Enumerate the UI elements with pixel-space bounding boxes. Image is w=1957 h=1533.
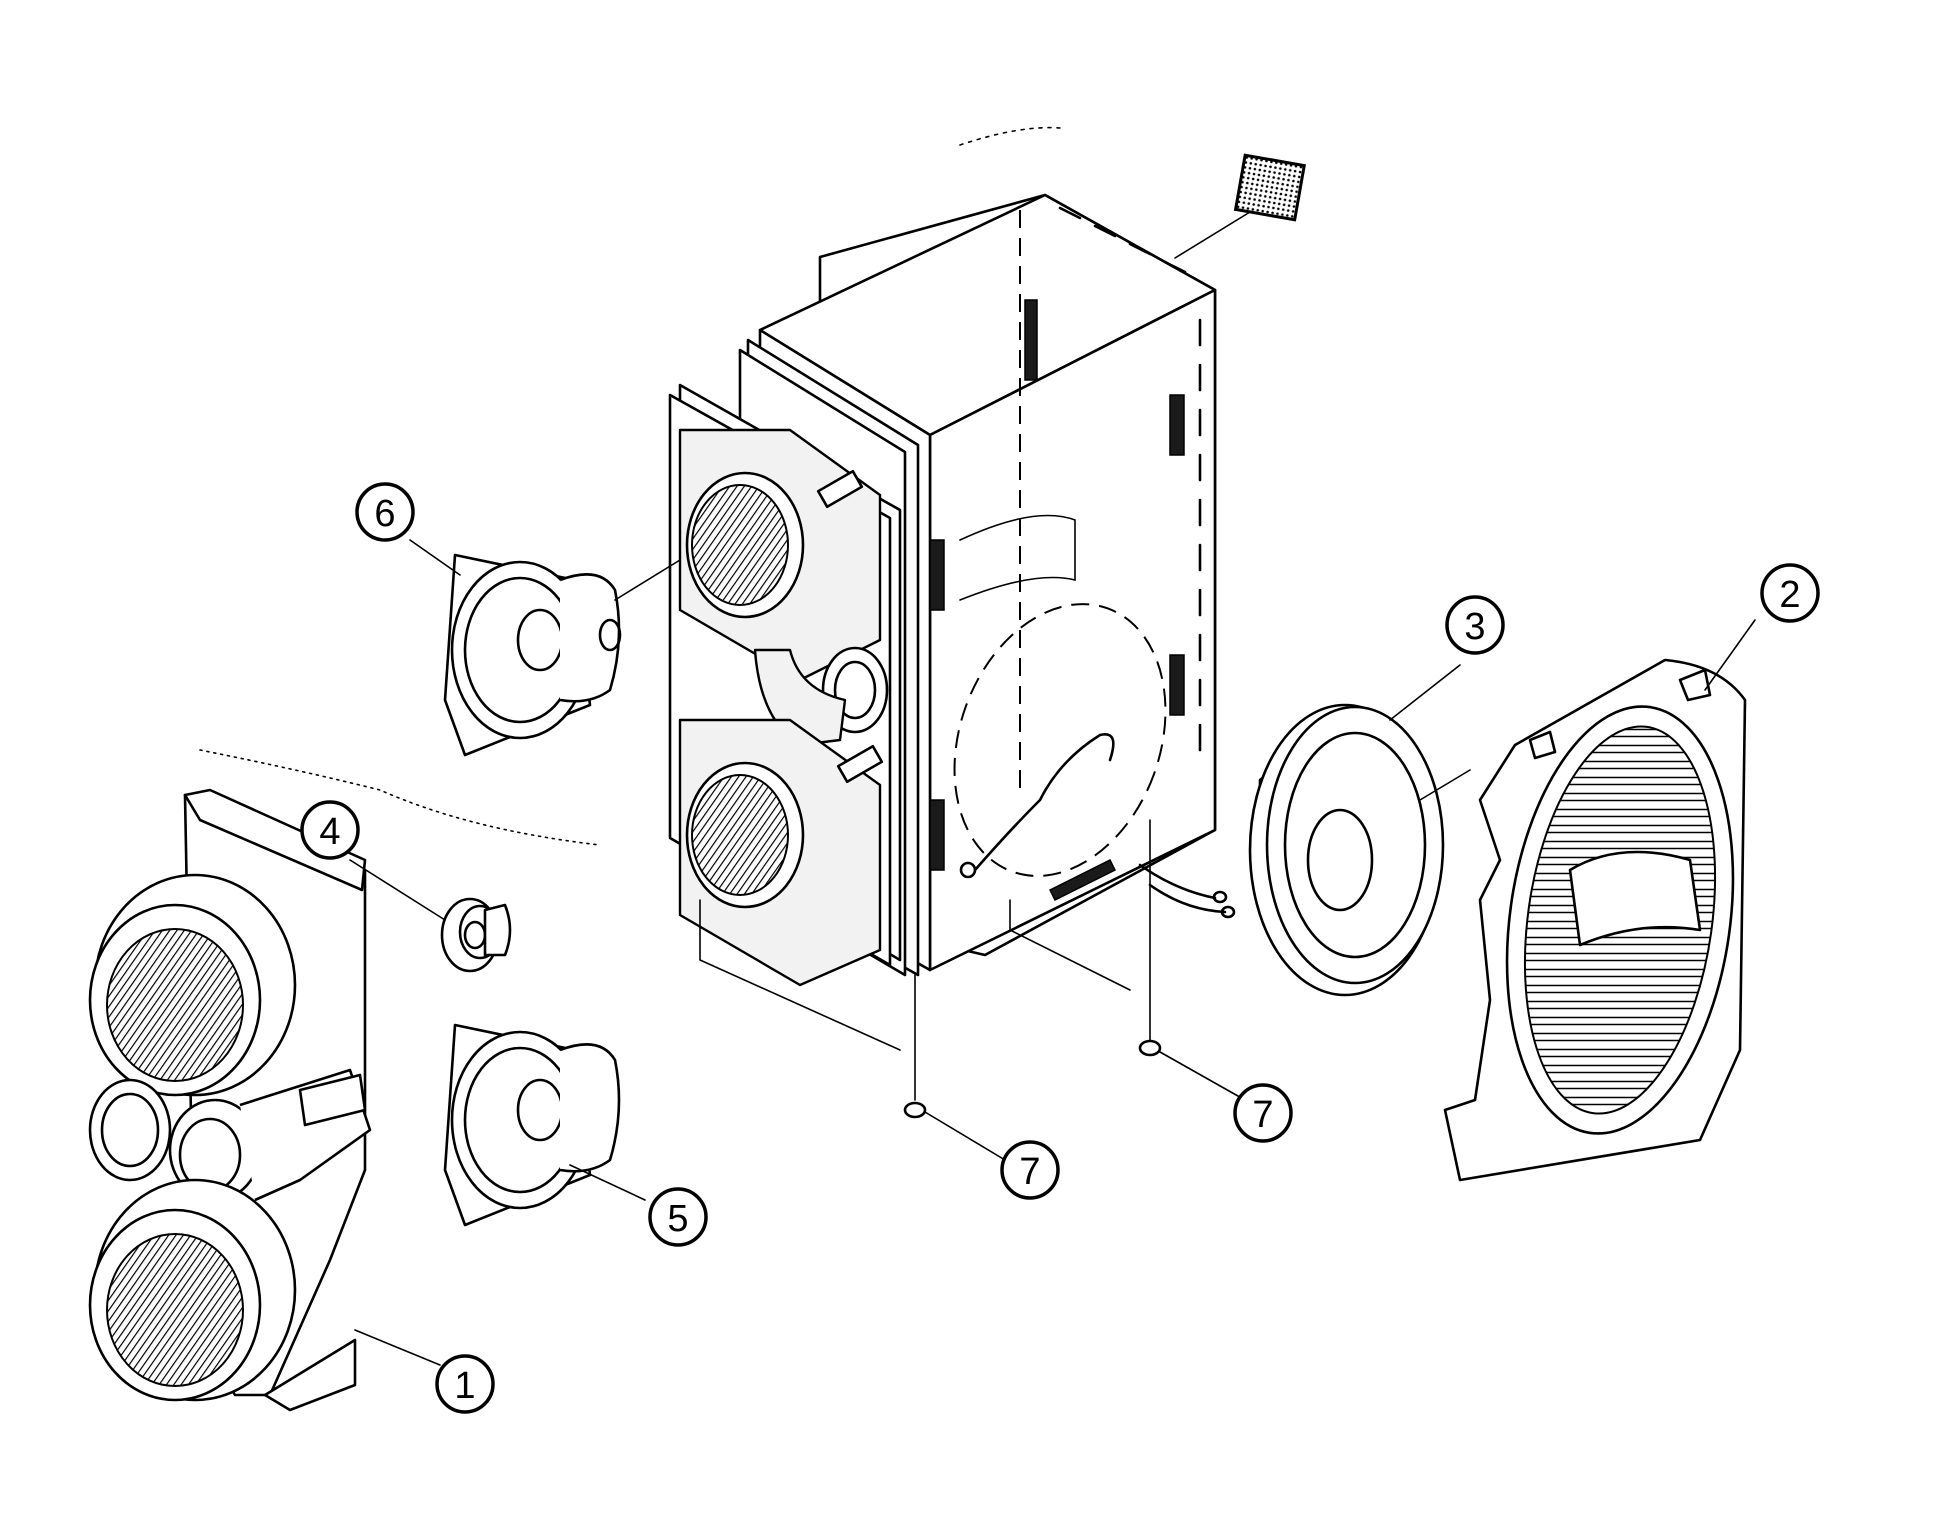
midrange-speaker-lower <box>443 1023 646 1227</box>
callout-6: 6 <box>355 482 415 542</box>
woofer <box>1248 664 1471 997</box>
cabinet-vent-slots <box>1058 206 1202 752</box>
callout-label: 1 <box>454 1365 475 1407</box>
callout-7-rear: 7 <box>1233 1083 1293 1143</box>
callout-label: 2 <box>1779 574 1800 616</box>
callout-7-front: 7 <box>1000 1140 1060 1200</box>
callout-label: 5 <box>667 1198 688 1240</box>
callout-label: 6 <box>374 493 395 535</box>
callout-2: 2 <box>1760 563 1820 623</box>
foot-front <box>903 1101 1006 1161</box>
midrange-speaker-upper <box>409 539 681 757</box>
callout-1: 1 <box>435 1354 495 1414</box>
callout-label: 7 <box>1252 1094 1273 1136</box>
tweeter <box>349 859 512 973</box>
grille-cover <box>1443 619 1756 1182</box>
callout-4: 4 <box>300 800 360 860</box>
callout-5: 5 <box>648 1187 708 1247</box>
callout-label: 3 <box>1464 606 1485 648</box>
foot-rear <box>1138 1039 1246 1101</box>
speaker-cabinet <box>668 153 1306 1101</box>
callout-label: 7 <box>1019 1151 1040 1193</box>
callout-3: 3 <box>1445 595 1505 655</box>
callout-label: 4 <box>319 811 340 853</box>
label-plate <box>1233 153 1306 222</box>
front-panel <box>88 788 441 1412</box>
